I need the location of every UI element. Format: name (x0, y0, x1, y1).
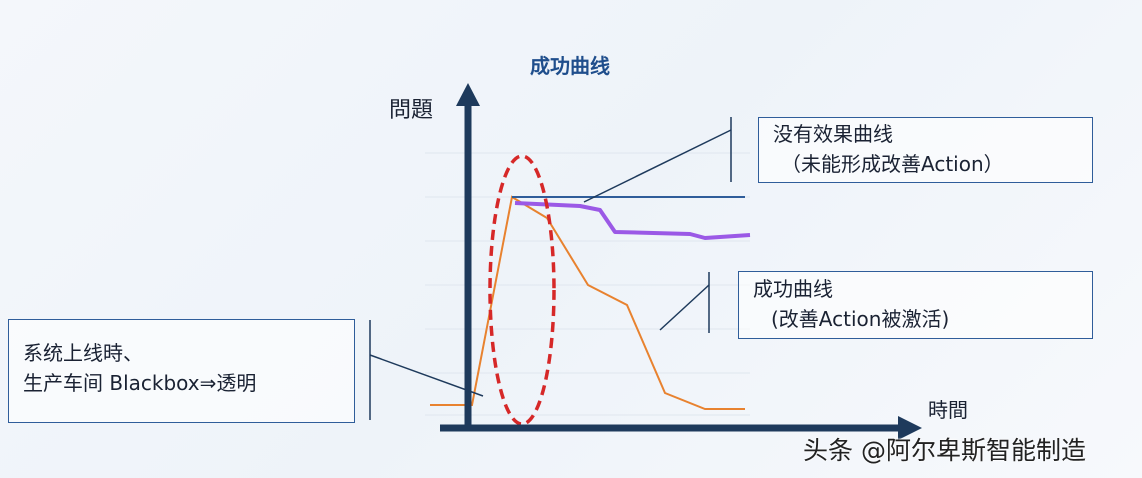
watermark: 头条 @阿尔卑斯智能制造 (803, 436, 1086, 465)
callout-lines (369, 117, 732, 420)
launch-line2: 生产车间 Blackbox⇒透明 (23, 371, 257, 395)
no-effect-subtitle: （未能形成改善Action） (781, 152, 1004, 176)
success-title: 成功曲线 (753, 277, 833, 301)
success-subtitle: (改善Action被激活) (771, 307, 950, 331)
launch-callout: 系统上线時、 生产车间 Blackbox⇒透明 (8, 319, 355, 423)
x-axis-label: 時間 (928, 398, 968, 422)
diagram-title: 成功曲线 (530, 54, 610, 78)
y-axis-label: 問題 (389, 98, 434, 123)
no-effect-curve (514, 201, 751, 240)
highlight-ellipse (488, 154, 556, 426)
no-effect-callout: 没有效果曲线 （未能形成改善Action） (758, 117, 1093, 183)
success-curve (430, 195, 745, 410)
success-callout: 成功曲线 (改善Action被激活) (738, 271, 1093, 339)
x-axis-arrow (898, 416, 922, 440)
y-axis-arrow (456, 83, 480, 106)
no-effect-title: 没有效果曲线 (773, 122, 893, 146)
launch-line1: 系统上线時、 (23, 341, 143, 365)
